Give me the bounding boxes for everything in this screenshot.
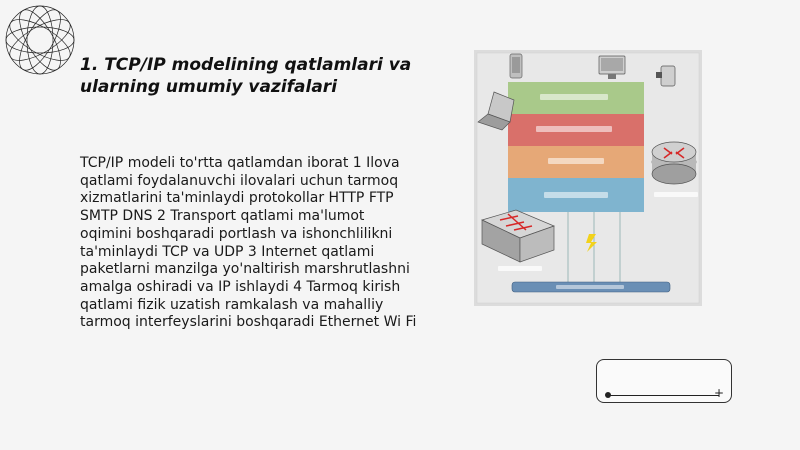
slide-body-text: TCP/IP modeli to'rtta qatlamdan iborat 1… [80,155,417,331]
router-icon [651,141,697,185]
desk-phone-icon [656,65,676,87]
laptop-icon [477,91,515,131]
phone-icon [509,53,523,79]
monitor-icon [598,55,626,79]
switch-icon [481,209,555,263]
circular-ornament-icon [5,5,75,75]
timeline-start-dot-icon[interactable] [605,392,611,398]
lightning-icon [586,234,597,252]
slide-title: 1. TCP/IP modelining qatlamlari va ularn… [80,55,412,97]
timeline-end-plus-icon[interactable]: + [714,386,725,400]
tcpip-layers-diagram [474,50,702,306]
timeline-widget[interactable]: + [596,359,732,403]
timeline-track [609,395,719,396]
